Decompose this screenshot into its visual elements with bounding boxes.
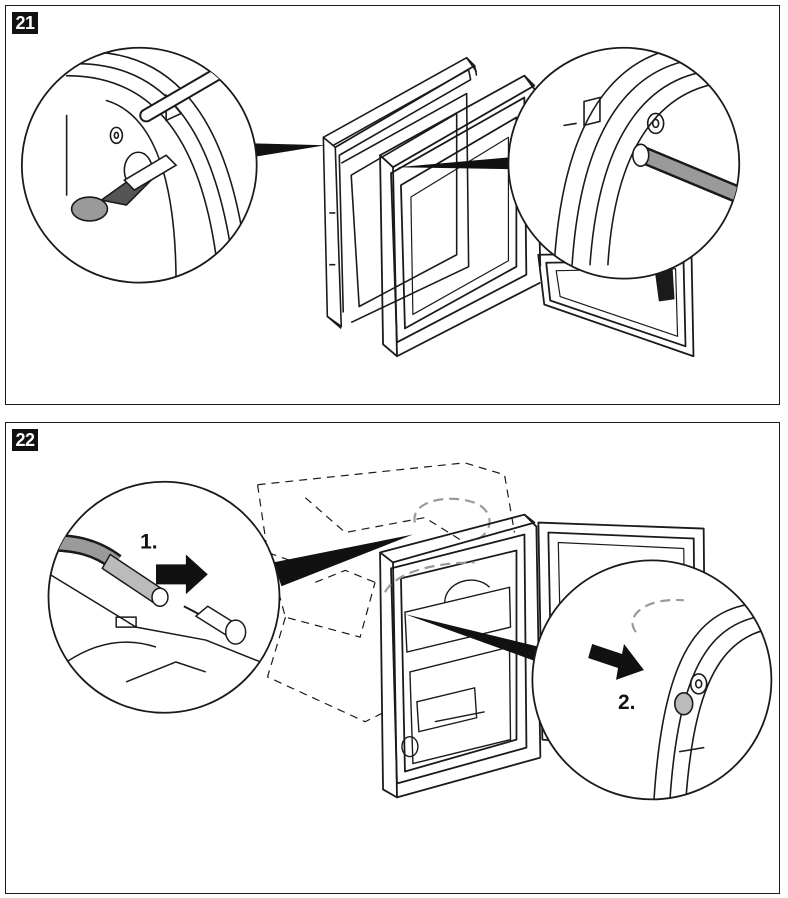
- magnifier-left: [20, 46, 258, 284]
- push-arrow-right: [588, 644, 644, 680]
- step-22-panel: 22: [5, 422, 780, 894]
- back-frame: [322, 56, 478, 329]
- callout-second: 2.: [618, 691, 635, 714]
- step-21-illustration: [20, 46, 741, 358]
- magnifier-right: 2.: [531, 559, 773, 801]
- pointer-wedge-right: [396, 157, 511, 170]
- step-21-panel: 21: [5, 5, 780, 405]
- hatch-frame: [379, 513, 542, 799]
- step-22-badge: 22: [12, 429, 38, 451]
- cassette-tank: [401, 579, 512, 765]
- dashed-removal-path-door: [384, 561, 475, 593]
- step-22-illustration: 1. 2.: [47, 462, 773, 801]
- magnifier-left: 1.: [47, 480, 281, 714]
- step-21-badge: 21: [12, 12, 38, 34]
- callout-first: 1.: [140, 530, 157, 553]
- pointer-wedge-left: [251, 143, 326, 158]
- pointer-wedge-right: [404, 614, 561, 668]
- dashed-removal-path-right: [631, 598, 684, 633]
- dashed-removal-path-top: [413, 497, 491, 542]
- magnifier-right: [507, 46, 741, 280]
- push-arrow-left: [156, 554, 208, 595]
- pointer-wedge-left: [273, 534, 413, 587]
